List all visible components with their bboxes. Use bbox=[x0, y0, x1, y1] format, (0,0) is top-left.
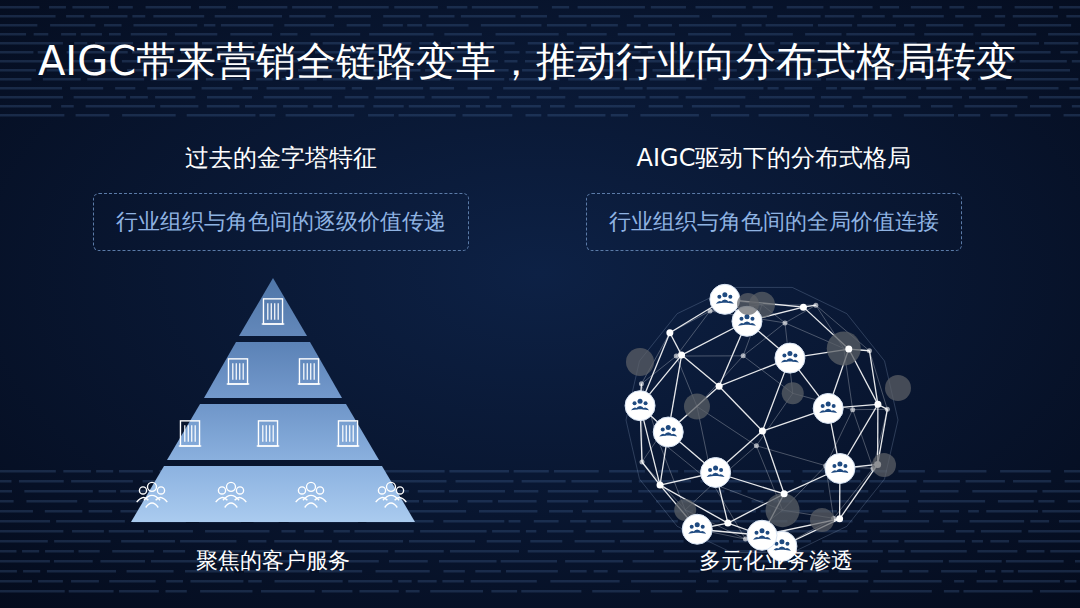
figure-caption: 聚焦的客户服务 bbox=[196, 546, 350, 576]
panel-heading: AIGC驱动下的分布式格局 bbox=[586, 140, 962, 176]
panel-heading: 过去的金字塔特征 bbox=[93, 140, 469, 176]
figure-caption: 多元化业务渗透 bbox=[699, 546, 853, 576]
panel-heading-group: 过去的金字塔特征行业组织与角色间的逐级价值传递 bbox=[93, 140, 469, 251]
dashed-subtitle-box: 行业组织与角色间的全局价值连接 bbox=[586, 193, 962, 251]
dashed-subtitle-box: 行业组织与角色间的逐级价值传递 bbox=[93, 193, 469, 251]
slide-title: AIGC带来营销全链路变革，推动行业向分布式格局转变 bbox=[38, 34, 1016, 89]
panel-heading-group: AIGC驱动下的分布式格局行业组织与角色间的全局价值连接 bbox=[586, 140, 962, 251]
